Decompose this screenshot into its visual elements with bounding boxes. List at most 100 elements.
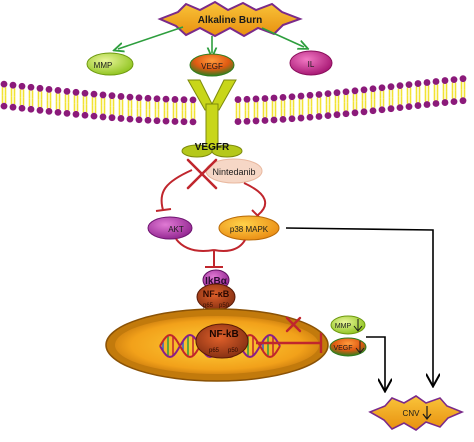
mmp-target-label: MMP: [335, 323, 352, 330]
vegfr-receptor: VEGFR: [181, 79, 243, 158]
vegf-ligand-label: VEGF: [201, 62, 223, 71]
lipid-head: [378, 106, 386, 114]
lipid-head: [306, 91, 314, 99]
lipid-head: [63, 109, 71, 117]
lipid-head: [45, 85, 53, 93]
transcription-block-cross-icon: [285, 316, 302, 333]
lipid-head: [90, 112, 98, 120]
arrow-to-mmp: [118, 26, 184, 49]
lipid-head: [90, 90, 98, 98]
p38-merge-line: [213, 239, 246, 252]
lipid-head: [459, 75, 467, 83]
lipid-head: [9, 81, 17, 89]
lipid-head: [279, 93, 287, 101]
vegfr-kinase-right: [211, 144, 243, 158]
lipid-head: [297, 114, 305, 122]
mmp-down-arrow-icon: [353, 319, 363, 332]
lipid-head: [27, 105, 35, 113]
lipid-head: [108, 92, 116, 100]
p65-nuclear-label: p65: [209, 348, 220, 354]
p50-nuclear-label: p50: [228, 348, 239, 354]
lipid-head: [333, 111, 341, 119]
lipid-head: [162, 95, 170, 103]
targets-to-cnv-arrow: [366, 336, 385, 390]
p65-cytoplasm-label: p65: [203, 303, 214, 309]
lipid-head: [333, 89, 341, 97]
lipid-head: [153, 95, 161, 103]
vegf-target-label: VEGF: [333, 345, 352, 352]
lipid-head: [0, 102, 8, 110]
lipid-head: [288, 115, 296, 123]
lipid-head: [117, 93, 125, 100]
mmp-target-node: MMP: [330, 315, 366, 335]
lipid-head: [36, 106, 44, 114]
nfkb-nuclear-label: NF-kB: [209, 329, 238, 340]
lipid-head: [450, 76, 458, 83]
lipid-head: [18, 104, 26, 112]
lipid-head: [432, 100, 440, 107]
lipid-head: [180, 96, 188, 104]
mmp-output-node: MMP: [86, 52, 134, 76]
lipid-head: [360, 108, 368, 116]
nfkb-cytoplasm-label: NF-κB: [203, 289, 230, 299]
cnv-down-arrow-icon: [422, 406, 432, 420]
lipid-head: [45, 107, 53, 115]
lipid-head: [171, 96, 179, 103]
lipid-head: [72, 88, 80, 96]
lipid-head: [243, 117, 251, 125]
lipid-head: [162, 117, 170, 125]
lipid-head: [54, 108, 62, 116]
lipid-head: [324, 112, 332, 120]
lipid-head: [189, 96, 197, 104]
lipid-head: [72, 110, 80, 118]
lipid-head: [261, 95, 269, 102]
il-output-node: IL: [289, 50, 333, 76]
lipid-head: [135, 94, 143, 102]
link-to-akt: [160, 169, 193, 211]
lipid-head: [441, 99, 449, 106]
nfkb-nuclear-subunit: [195, 323, 249, 359]
lipid-head: [423, 79, 431, 86]
lipid-head: [405, 103, 413, 111]
lipid-head: [378, 84, 386, 92]
vegf-target-node: VEGF: [329, 337, 367, 357]
lipid-head: [243, 95, 251, 103]
cnv-burst-shape: [368, 395, 465, 431]
lipid-head: [387, 83, 395, 91]
alkaline-burn-burst-shape: [157, 0, 303, 38]
lipid-head: [315, 113, 323, 120]
lipid-head: [144, 116, 152, 124]
link-to-p38: [243, 182, 267, 216]
lipid-head: [270, 116, 278, 124]
akt-inhibit-bar: [155, 208, 172, 212]
lipid-head: [234, 118, 242, 125]
alkaline-burn-label: Alkaline Burn: [198, 15, 262, 26]
lipid-head: [153, 117, 161, 125]
lipid-head: [459, 97, 467, 105]
lipid-head: [63, 87, 71, 95]
lipid-head: [81, 89, 89, 97]
lipid-head: [405, 81, 413, 89]
akt-label: AKT: [168, 225, 184, 234]
lipid-head: [288, 93, 296, 101]
lipid-head: [396, 104, 404, 112]
p38-mapk-node: p38 MAPK: [218, 215, 280, 241]
lipid-head: [360, 86, 368, 94]
lipid-head: [369, 85, 377, 93]
lipid-head: [324, 90, 332, 98]
stimulus-arrows: [118, 26, 304, 53]
lipid-head: [387, 105, 395, 113]
lipid-head: [351, 109, 359, 117]
lipid-head: [9, 103, 17, 111]
lipid-head: [252, 117, 260, 125]
lipid-head: [108, 114, 116, 122]
lipid-head: [171, 118, 179, 125]
lipid-head: [261, 117, 269, 124]
vegf-ligand-node: VEGF: [189, 53, 235, 77]
lipid-head: [36, 84, 44, 92]
alkaline-burn-node: Alkaline Burn: [157, 0, 303, 38]
lipid-head: [441, 77, 449, 84]
lipid-head: [252, 95, 260, 103]
lipid-head: [144, 94, 152, 102]
lipid-head: [396, 82, 404, 90]
